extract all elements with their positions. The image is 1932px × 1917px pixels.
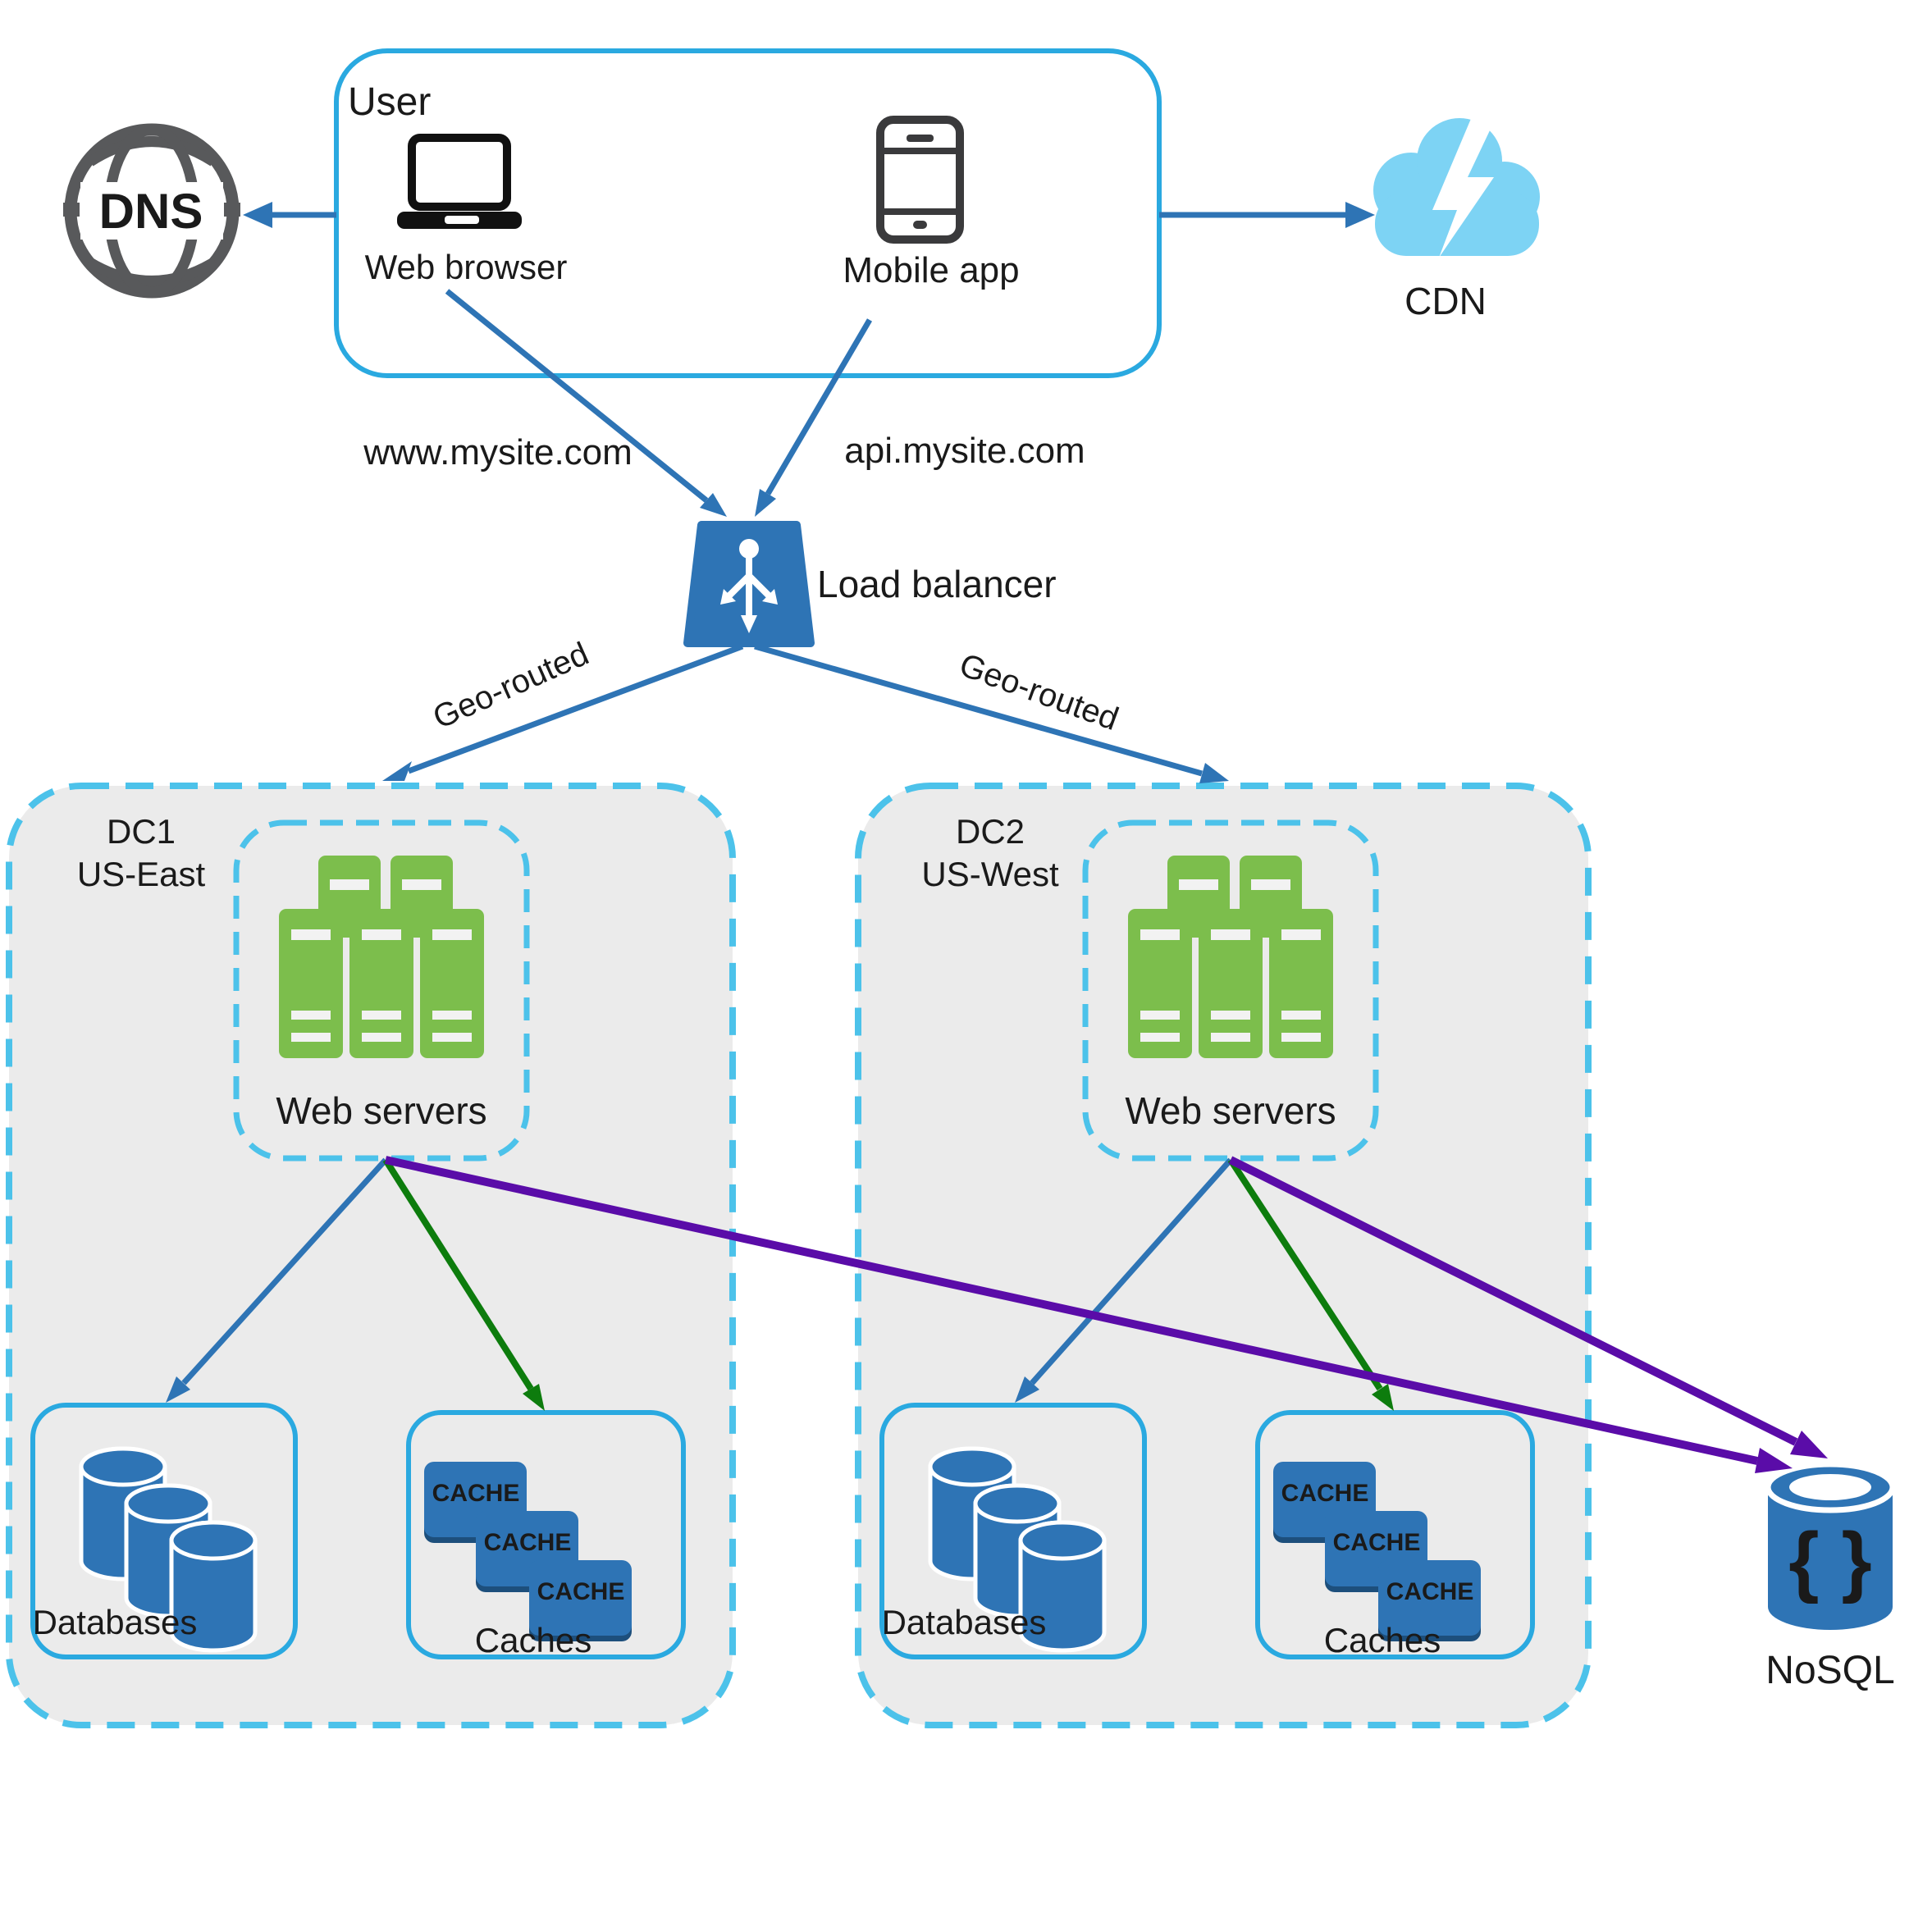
dc2-caches-box: CACHE CACHE CACHE Caches: [1255, 1410, 1535, 1659]
cdn-label: CDN: [1404, 280, 1487, 322]
web-servers-icon: [279, 856, 484, 1058]
dc1-databases-box: Databases: [30, 1403, 298, 1659]
arrow-user-to-cdn: [1159, 202, 1375, 228]
arrow-dc1-web-to-caches: [382, 1157, 545, 1411]
dc1-caches-label: Caches: [475, 1621, 591, 1659]
dc2-databases-label: Databases: [882, 1603, 1047, 1641]
dc1-databases-label: Databases: [33, 1603, 198, 1641]
cache-tile-label: CACHE: [1281, 1480, 1369, 1507]
cache-tile-label: CACHE: [484, 1529, 572, 1556]
cache-icon: CACHE CACHE CACHE: [424, 1462, 632, 1641]
cache-icon: CACHE CACHE CACHE: [1273, 1462, 1481, 1641]
dc2-label: DC2: [956, 812, 1025, 851]
geo-routed-arrow-left: [382, 643, 744, 781]
dc2-region-label: US-West: [921, 855, 1059, 893]
nosql-braces-glyph: { }: [1788, 1517, 1871, 1604]
geo-routed-label-left: Geo-routed: [427, 636, 594, 736]
databases-icon: [79, 1446, 258, 1653]
nosql-label: NoSQL: [1765, 1649, 1894, 1692]
dc1-web-servers-box: Web servers: [233, 819, 530, 1162]
arrow-dc1-web-to-nosql: [384, 1156, 1793, 1473]
cdn-cloud-icon: [1373, 115, 1540, 258]
mobile-app-label: Mobile app: [843, 250, 1019, 290]
arrow-browser-to-lb: [445, 289, 727, 517]
api-domain-label: api.mysite.com: [844, 431, 1085, 471]
user-title: User: [348, 80, 431, 124]
dc1-label: DC1: [107, 812, 176, 851]
arrow-dc2-web-to-nosql: [1228, 1156, 1828, 1458]
cache-tile-label: CACHE: [432, 1480, 520, 1507]
web-servers-icon: [1128, 856, 1333, 1058]
dc1-web-servers-label: Web servers: [276, 1089, 486, 1132]
arrow-user-to-dns: [243, 202, 336, 228]
load-balancer-label: Load balancer: [817, 563, 1057, 605]
nosql-icon: { }: [1765, 1461, 1896, 1630]
geo-routed-label-right: Geo-routed: [955, 647, 1123, 738]
dc1-caches-box: CACHE CACHE CACHE Caches: [406, 1410, 686, 1659]
dc2-web-servers-box: Web servers: [1082, 819, 1379, 1162]
cache-tile-label: CACHE: [537, 1578, 625, 1605]
dc2-web-servers-label: Web servers: [1125, 1089, 1336, 1132]
web-browser-label: Web browser: [365, 248, 568, 286]
dns-label: DNS: [99, 184, 203, 239]
arrow-dc2-web-to-caches: [1227, 1157, 1394, 1411]
laptop-icon: [397, 134, 522, 229]
databases-icon: [928, 1446, 1107, 1653]
dc2-caches-label: Caches: [1324, 1621, 1441, 1659]
arrow-dc2-web-to-databases: [1015, 1157, 1233, 1403]
arrow-mobile-to-lb: [755, 318, 873, 517]
dc2-databases-box: Databases: [879, 1403, 1147, 1659]
dc1-region-label: US-East: [77, 855, 206, 893]
arrow-dc1-web-to-databases: [166, 1157, 388, 1403]
cache-tile-label: CACHE: [1386, 1578, 1474, 1605]
www-domain-label: www.mysite.com: [363, 432, 633, 472]
load-balancer-icon: [683, 521, 815, 647]
dns-globe-icon: DNS: [63, 123, 240, 299]
geo-routed-arrow-right: [754, 643, 1229, 783]
cache-tile-label: CACHE: [1333, 1529, 1421, 1556]
user-box: User Web browser Mobile app: [334, 48, 1162, 378]
lightning-icon: [1432, 115, 1497, 258]
mobile-phone-icon: [876, 116, 964, 244]
